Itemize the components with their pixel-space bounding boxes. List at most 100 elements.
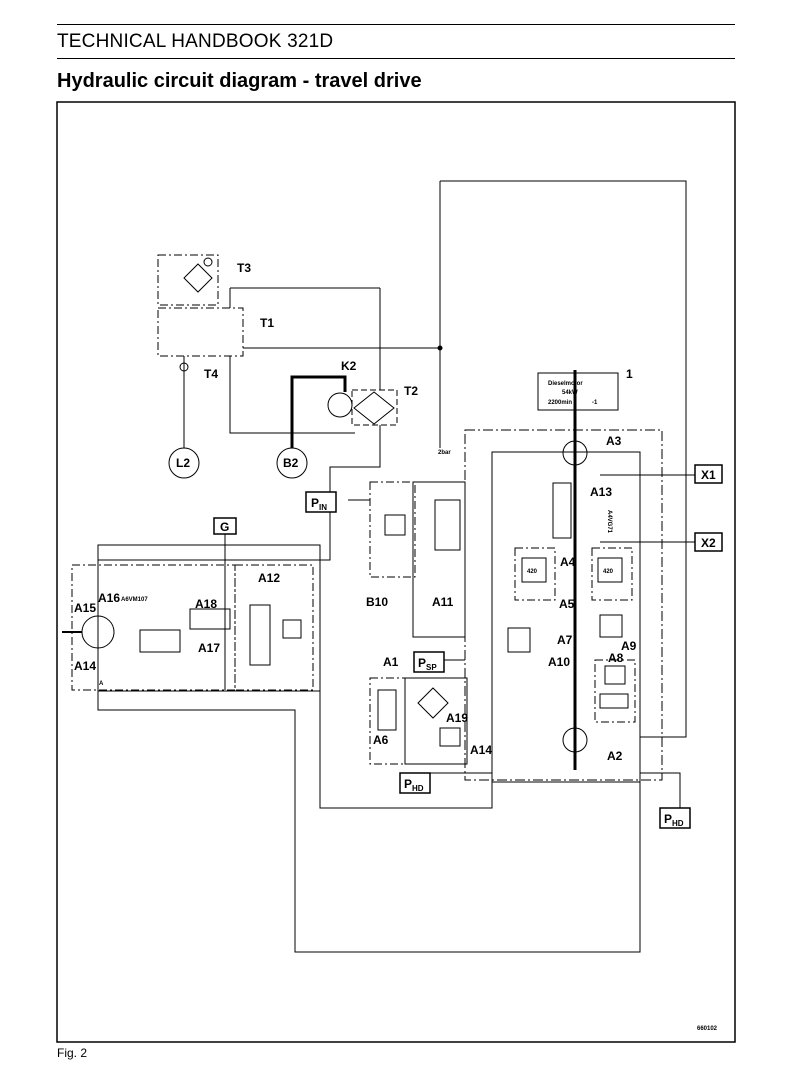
- valve-b10-box: [369, 481, 416, 578]
- return-line-t1-bottom: [229, 356, 355, 434]
- label-a16: A16: [98, 591, 120, 605]
- relief-a4-box: [514, 547, 556, 601]
- port-phd1-box: [399, 772, 431, 794]
- filter-t3-housing: [157, 254, 219, 306]
- tank-t1: [157, 307, 244, 357]
- diagram-frame: [56, 101, 736, 1043]
- label-a4: A4: [560, 555, 576, 569]
- label-l2: L2: [176, 456, 190, 470]
- pump-inner-block: [491, 451, 641, 783]
- label-engine: 1: [626, 367, 633, 381]
- pipe-t2-down: [98, 425, 381, 561]
- port-pin-box: [305, 491, 337, 513]
- label-b2: B2: [283, 456, 299, 470]
- cooler-k2-motor: [327, 392, 353, 418]
- engine-text-line4: -1: [592, 400, 598, 406]
- label-a9: A9: [621, 639, 637, 653]
- port-g-box: [213, 517, 237, 535]
- cooler-t2-symbol: [353, 391, 395, 425]
- label-t3: T3: [237, 261, 251, 275]
- label-t4: T4: [204, 367, 218, 381]
- label-a15: A15: [74, 601, 96, 615]
- label-port-a: A: [99, 681, 104, 687]
- label-b10: B10: [366, 595, 388, 609]
- label-a14-left: A14: [74, 659, 96, 673]
- label-a13: A13: [590, 485, 612, 499]
- filter-a19-box: [404, 677, 468, 765]
- control-valve-a17: [139, 629, 181, 653]
- document-title: TECHNICAL HANDBOOK 321D: [57, 31, 334, 52]
- pump-a3: [562, 440, 588, 466]
- label-2bar: 2bar: [438, 450, 451, 456]
- port-x2-box: [694, 532, 723, 552]
- valve-a6-box: [369, 677, 406, 765]
- valve-a6: [377, 689, 397, 731]
- junction-dot: [437, 345, 443, 351]
- label-a6: A6: [373, 733, 389, 747]
- label-k2: K2: [341, 359, 357, 373]
- valve-a8-check: [599, 693, 629, 709]
- connector-b2: [276, 447, 308, 479]
- return-line-outer: [97, 180, 687, 953]
- label-a8: A8: [608, 651, 624, 665]
- label-a1: A1: [383, 655, 399, 669]
- valve-a14-mid: [439, 727, 461, 747]
- engine-text-line2: 54kW: [562, 390, 578, 396]
- label-a14-mid: A14: [470, 743, 492, 757]
- engine-text-line1: Dieselmotor: [548, 381, 583, 387]
- connector-l2: [168, 447, 200, 479]
- header-rule-top: [57, 24, 735, 25]
- filter-t3-symbol: [183, 263, 213, 293]
- port-phd2-label: PHD: [664, 812, 684, 828]
- label-a3: A3: [606, 434, 622, 448]
- relief-a5: [597, 557, 623, 583]
- label-a11: A11: [432, 595, 454, 609]
- label-t2: T2: [404, 384, 418, 398]
- label-a5: A5: [559, 597, 575, 611]
- relief-valve-a12: [282, 619, 302, 639]
- label-a12: A12: [258, 571, 280, 585]
- pipe-phd-right: [640, 772, 681, 808]
- label-a10: A10: [548, 655, 570, 669]
- label-g: G: [220, 520, 229, 534]
- motor-module-right: [234, 564, 314, 691]
- motor-module-left: [71, 564, 236, 691]
- valve-block-a12: [249, 604, 271, 666]
- relief-a5-box: [591, 547, 633, 601]
- valve-b10-body: [384, 514, 406, 536]
- relief-a4: [521, 557, 547, 583]
- header-rule-bottom: [57, 58, 735, 59]
- valve-a8-box: [594, 659, 636, 723]
- label-x2: X2: [701, 536, 716, 550]
- valve-a11-box: [412, 481, 466, 638]
- servo-cylinder-a18: [189, 608, 231, 630]
- pipe-phd: [430, 772, 493, 800]
- pump-outer-boundary: [464, 429, 663, 781]
- engine-box: [537, 372, 619, 411]
- pump-a2: [562, 727, 588, 753]
- port-psp-box: [413, 651, 445, 673]
- valve-a7: [507, 627, 531, 653]
- return-line-inner: [319, 555, 493, 809]
- valve-a9: [599, 614, 623, 638]
- port-psp-label: PSP: [418, 656, 437, 672]
- label-t1: T1: [260, 316, 274, 330]
- label-a19: A19: [446, 711, 468, 725]
- port-phd2-box: [659, 807, 691, 829]
- label-a7: A7: [557, 633, 573, 647]
- label-pump-model: A4VG71: [606, 510, 612, 534]
- port-phd1-label: PHD: [404, 777, 424, 793]
- motor-outer-boundary: [97, 544, 321, 692]
- label-a17: A17: [198, 641, 220, 655]
- engine-text-line3: 2200min: [548, 400, 572, 406]
- port-pin-label: PIN: [311, 496, 327, 512]
- drawing-number: 660102: [697, 1026, 718, 1032]
- label-relief-a5: 420: [603, 569, 614, 575]
- valve-a8: [604, 665, 626, 685]
- label-a18: A18: [195, 597, 217, 611]
- servo-a13: [552, 482, 572, 539]
- diagram-title: Hydraulic circuit diagram - travel drive: [57, 70, 422, 92]
- cooler-t2-box: [351, 389, 398, 426]
- label-a2: A2: [607, 749, 623, 763]
